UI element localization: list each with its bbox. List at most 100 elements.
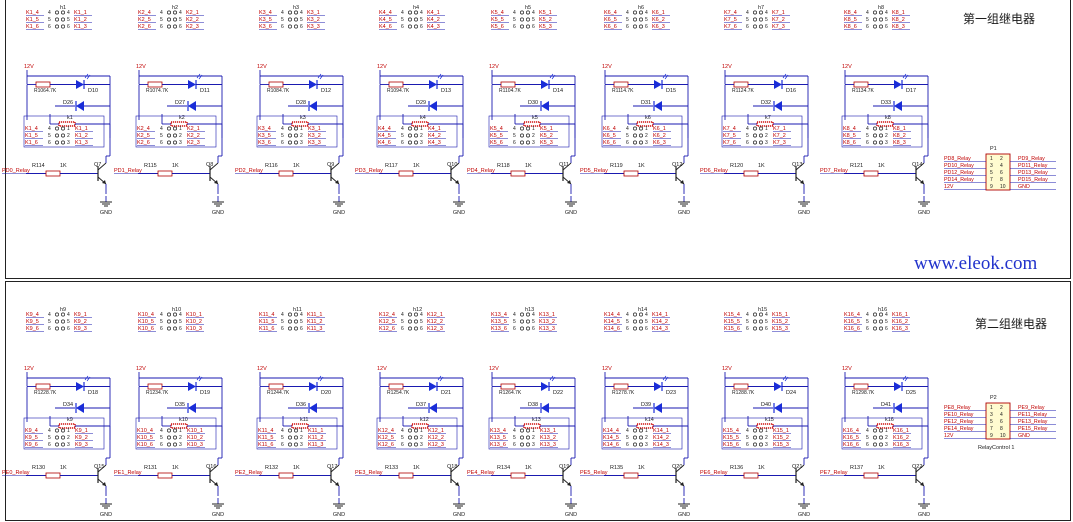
- transistor-refdes: Q18: [447, 464, 457, 470]
- led-indicator-icon: [76, 80, 84, 89]
- contact-label: K12_5: [379, 319, 395, 325]
- gnd-label: GND: [333, 512, 345, 518]
- connector-net-right: PD11_Relay: [1018, 163, 1048, 169]
- contact-terminal: [173, 24, 177, 29]
- contact-terminal: [55, 126, 59, 131]
- vcc-label: 12V: [136, 64, 146, 70]
- contact-terminal: [173, 326, 177, 331]
- transistor-collector: [450, 162, 460, 171]
- contact-terminal: [639, 24, 643, 29]
- contact-terminal: [55, 428, 59, 433]
- connector-net-right: PD9_Relay: [1018, 156, 1045, 162]
- contact-terminal: [633, 140, 637, 145]
- transistor-collector: [562, 464, 572, 473]
- contact-terminal: [173, 442, 177, 447]
- contact-label: K1_6: [25, 140, 38, 146]
- relay-refdes: k6: [645, 115, 651, 121]
- gnd-label: GND: [918, 512, 930, 518]
- contact-terminal: [633, 326, 637, 331]
- led-refdes: D12: [321, 88, 331, 94]
- pin-number: 2: [300, 133, 303, 139]
- pin-number: 5: [48, 435, 51, 441]
- pin-number: 2: [420, 133, 423, 139]
- contact-terminal: [759, 140, 763, 145]
- base-resistor-value: 1K: [638, 163, 645, 169]
- contact-label: K15_4: [724, 312, 740, 318]
- pin-number: 4: [626, 10, 629, 16]
- pin-number: 6: [281, 140, 284, 146]
- base-resistor-value: 1K: [758, 465, 765, 471]
- contact-terminal: [288, 126, 292, 131]
- diode-refdes: D30: [528, 100, 538, 106]
- pin-number: 6: [746, 442, 749, 448]
- pin-number: 4: [885, 10, 888, 16]
- gnd-symbol: GND: [798, 196, 810, 216]
- connector-pin: 6: [1000, 419, 1003, 425]
- pin-number: 1: [765, 428, 768, 434]
- base-resistor: [863, 170, 879, 177]
- contact-terminal: [408, 140, 412, 145]
- led-resistor-label: R1298.7K: [852, 390, 875, 396]
- contact-terminal: [288, 435, 292, 440]
- contact-label: K11_4: [258, 428, 274, 434]
- contact-terminal: [753, 140, 757, 145]
- contact-label: K7_6: [723, 140, 736, 146]
- pin-number: 6: [885, 326, 888, 332]
- group-2-title: 第二组继电器: [975, 317, 1048, 331]
- contact-terminal: [759, 442, 763, 447]
- contact-terminal: [633, 319, 637, 324]
- contact-terminal: [873, 312, 877, 317]
- diode-refdes: D32: [761, 100, 771, 106]
- contact-terminal: [759, 435, 763, 440]
- pin-number: 1: [67, 126, 70, 132]
- contact-label: K9_6: [25, 442, 38, 448]
- pin-number: 4: [160, 428, 163, 434]
- contact-label: K10_4: [137, 428, 153, 434]
- pin-number: 5: [281, 133, 284, 139]
- contact-terminal: [173, 435, 177, 440]
- base-resistor: [623, 170, 639, 177]
- base-resistor: [45, 170, 61, 177]
- vcc-label: 12V: [24, 64, 34, 70]
- base-resistor-value: 1K: [413, 465, 420, 471]
- contact-terminal: [873, 10, 877, 15]
- pin-number: 3: [67, 442, 70, 448]
- header-refdes: h9: [60, 307, 66, 313]
- pin-number: 4: [746, 428, 749, 434]
- connector-pin: 7: [990, 426, 993, 432]
- led-indicator-icon: [76, 382, 84, 391]
- pin-number: 6: [532, 326, 535, 332]
- pin-number: 5: [866, 133, 869, 139]
- pin-number: 6: [885, 24, 888, 30]
- contact-label: K6_2: [653, 133, 666, 139]
- contact-label: K15_3: [773, 442, 789, 448]
- contact-terminal: [639, 133, 643, 138]
- connector-pin: 1: [990, 156, 993, 162]
- contact-label: K14_5: [603, 435, 619, 441]
- connector-pin: 6: [1000, 170, 1003, 176]
- contact-terminal: [414, 24, 418, 29]
- pin-number: 5: [746, 319, 749, 325]
- led-emit-arrow: [198, 376, 203, 382]
- pin-number: 6: [420, 24, 423, 30]
- contact-label: K8_3: [893, 140, 906, 146]
- contact-label: K5_6: [490, 140, 503, 146]
- relay-refdes: k14: [645, 417, 654, 423]
- contact-terminal: [526, 133, 530, 138]
- gnd-symbol: GND: [333, 498, 345, 518]
- led-indicator-icon: [654, 80, 662, 89]
- contact-terminal: [167, 17, 171, 22]
- header-refdes: h12: [413, 307, 422, 313]
